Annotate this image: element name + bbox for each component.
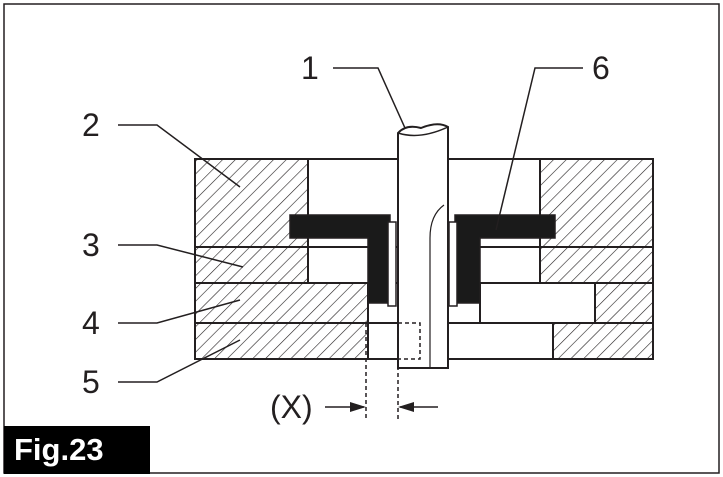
callout-1: 1 bbox=[301, 50, 319, 86]
figure-caption: Fig.23 bbox=[4, 426, 150, 474]
dimension-x-label: (X) bbox=[270, 389, 313, 425]
part-2-top-plate bbox=[194, 158, 654, 248]
part-1-shaft bbox=[397, 123, 449, 369]
part-4-plate bbox=[194, 282, 654, 324]
left-bushing bbox=[387, 221, 397, 307]
leader-lines bbox=[118, 67, 583, 383]
part-3-plate bbox=[194, 246, 654, 284]
callout-3: 3 bbox=[82, 227, 100, 263]
callout-5: 5 bbox=[82, 364, 100, 400]
callout-4: 4 bbox=[82, 305, 100, 341]
callout-2: 2 bbox=[82, 107, 100, 143]
outer-border bbox=[3, 3, 720, 474]
part-6-left-sleeve bbox=[289, 214, 391, 304]
dimension-x bbox=[325, 322, 438, 420]
right-bushing bbox=[448, 221, 458, 307]
callout-6: 6 bbox=[592, 50, 610, 86]
